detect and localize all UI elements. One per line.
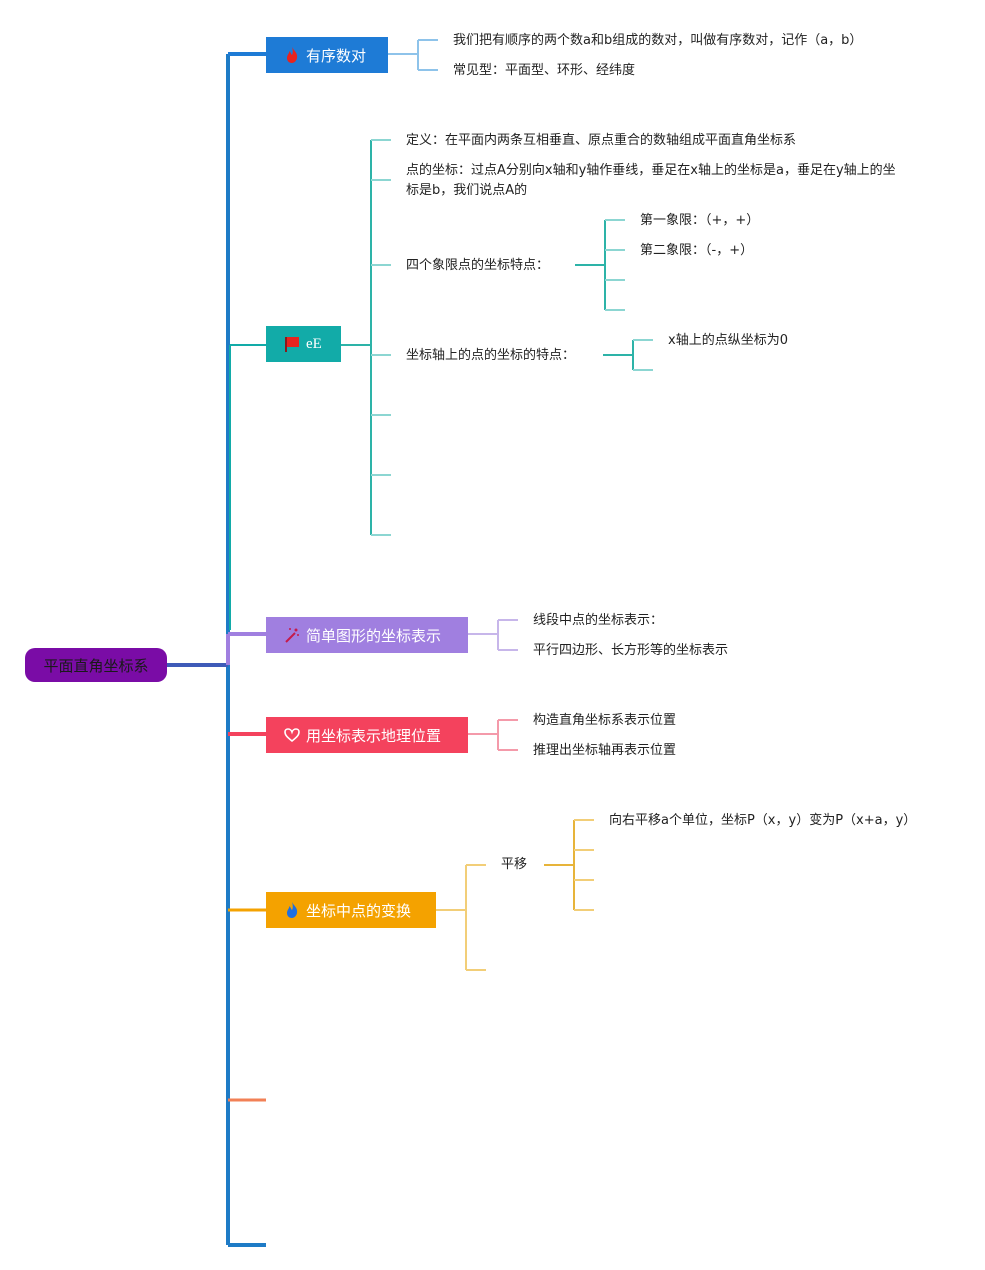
leaf-text: 第二象限：（-，+） xyxy=(640,243,754,258)
leaf-text: 我们把有顺序的两个数a和b组成的数对，叫做有序数对，记作（a，b） xyxy=(453,33,863,48)
branch-coordinate-system[interactable]: eE xyxy=(266,326,341,362)
quadrant-ticks xyxy=(605,219,625,311)
leaf-text: 第一象限：（+，+） xyxy=(640,213,760,228)
leaf-text: 四个象限点的坐标特点： xyxy=(406,258,550,273)
branch3-child-link xyxy=(468,619,518,651)
fire-icon xyxy=(282,45,302,65)
branch2-child-ticks xyxy=(371,139,391,536)
flag-icon xyxy=(282,334,302,354)
branch2-child-link xyxy=(341,140,372,535)
branch-point-transformation[interactable]: 坐标中点的变换 xyxy=(266,892,436,928)
leaf-text: 线段中点的坐标表示： xyxy=(533,613,664,628)
branch-label: 有序数对 xyxy=(306,46,367,65)
branch-simple-shapes[interactable]: 简单图形的坐标表示 xyxy=(266,617,468,653)
branch-ordered-pair[interactable]: 有序数对 xyxy=(266,37,388,73)
magic-wand-icon xyxy=(282,625,302,645)
quadrant-link xyxy=(575,219,625,311)
branch-label: eE xyxy=(306,335,322,352)
translation-ticks xyxy=(574,819,594,911)
axis-link xyxy=(603,340,634,370)
leaf-text: 坐标轴上的点的坐标的特点： xyxy=(406,348,576,363)
root-node[interactable]: 平面直角坐标系 xyxy=(25,648,167,682)
leaf-text: 构造直角坐标系表示位置 xyxy=(533,713,677,728)
leaf-text: x轴上的点纵坐标为0 xyxy=(668,333,788,348)
leaf-text: 平行四边形、长方形等的坐标表示 xyxy=(533,643,729,658)
branch1-child-link xyxy=(388,39,438,71)
branch-label: 坐标中点的变换 xyxy=(306,901,412,920)
root-label: 平面直角坐标系 xyxy=(43,656,149,675)
leaf-text: 推理出坐标轴再表示位置 xyxy=(533,743,677,758)
branch-label: 用坐标表示地理位置 xyxy=(306,726,442,745)
leaf-text: 平移 xyxy=(501,857,528,872)
flame-icon xyxy=(282,900,302,920)
heart-icon xyxy=(282,725,302,745)
axis-ticks xyxy=(633,339,653,371)
branch-geographic-position[interactable]: 用坐标表示地理位置 xyxy=(266,717,468,753)
branch5-child-link xyxy=(436,864,486,971)
branch-label: 简单图形的坐标表示 xyxy=(306,626,442,645)
leaf-text: 定义：在平面内两条互相垂直、原点重合的数轴组成平面直角坐标系 xyxy=(406,133,797,148)
leaf-text: 点的坐标：过点A分别向x轴和y轴作垂线，垂足在x轴上的坐标是a，垂足在y轴上的坐… xyxy=(406,163,896,198)
leaf-text: 常见型：平面型、环形、经纬度 xyxy=(453,63,636,78)
leaf-text: 向右平移a个单位，坐标P（x，y）变为P（x+a，y） xyxy=(609,813,917,828)
branch4-child-link xyxy=(468,719,518,751)
translation-link xyxy=(544,820,575,910)
